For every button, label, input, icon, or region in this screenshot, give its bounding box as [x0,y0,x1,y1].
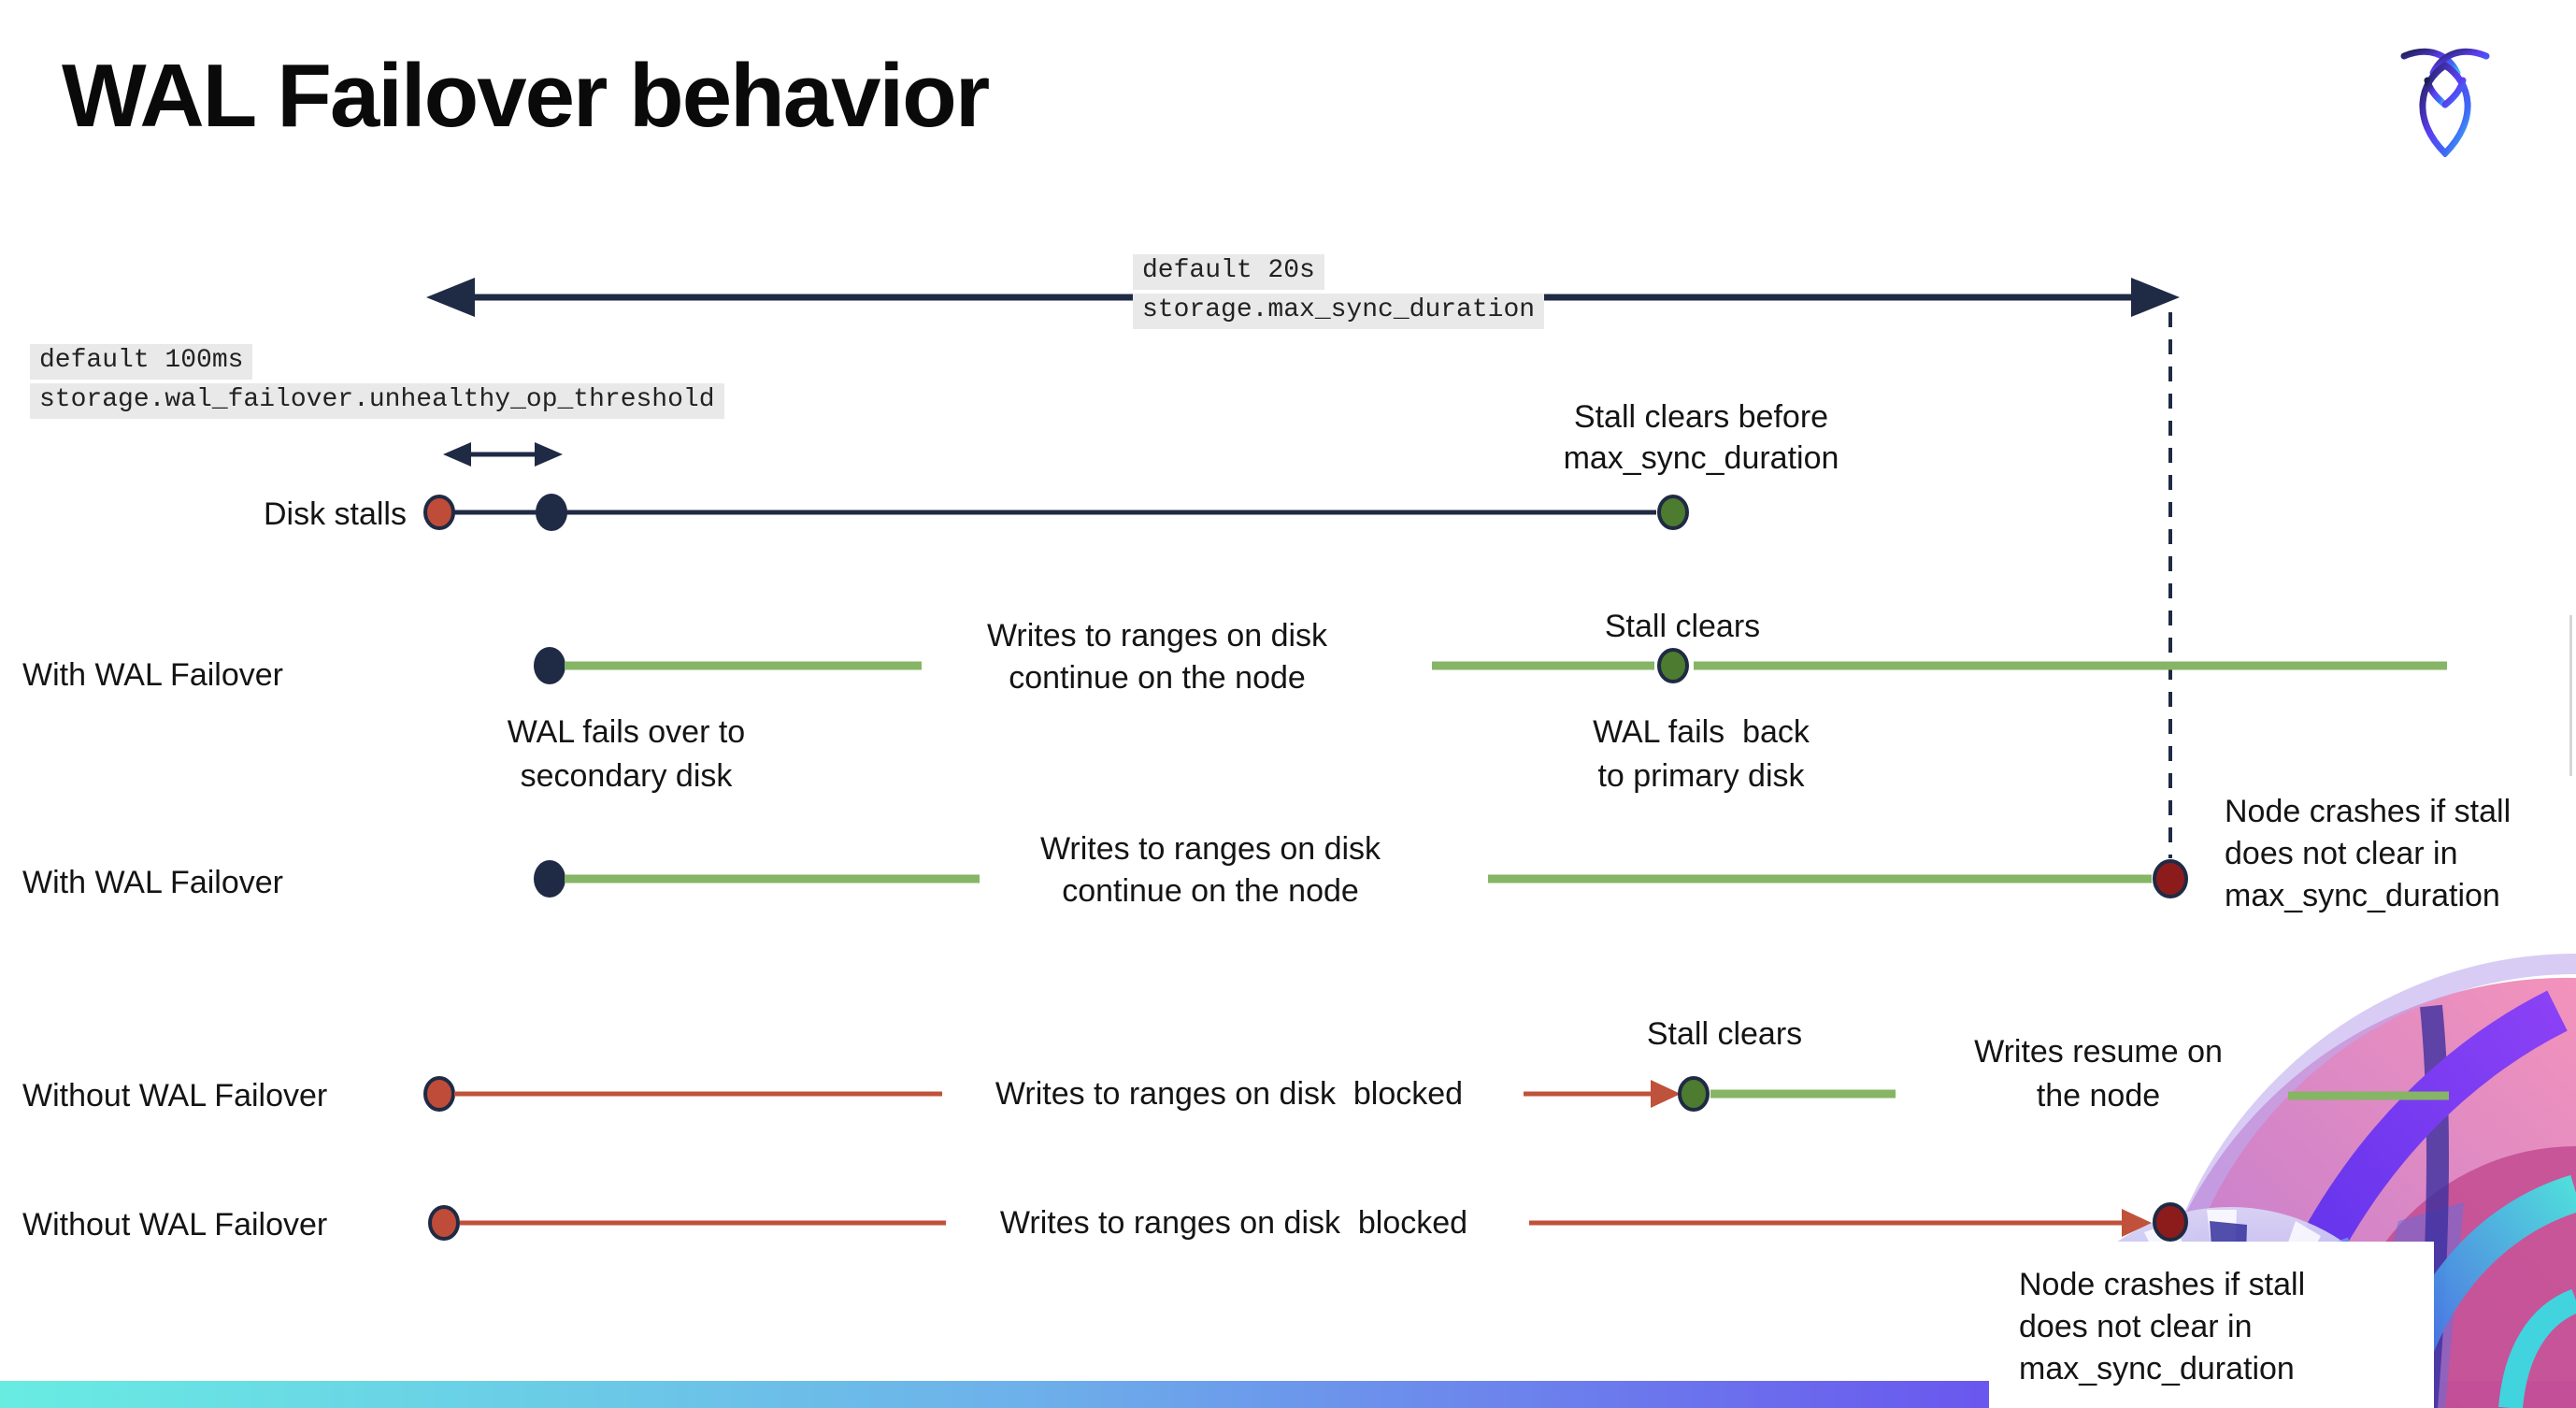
blocked-arrowhead [1651,1080,1681,1108]
note-writes-blocked-1: Writes to ranges on disk blocked [995,1076,1464,1112]
note-wal-fails-back: WAL fails back to primary disk [1552,711,1851,798]
note-line: the node [2036,1078,2161,1113]
failover-dot-navy [534,647,565,684]
note-line: does not clear in [2225,836,2458,871]
note-wal-fails-over: WAL fails over to secondary disk [467,711,785,798]
threshold-default-value: default 100ms [30,344,253,380]
slide-edge-line [2569,615,2572,776]
stall-clears-dot-green [1657,495,1689,530]
row-wal-failover-1-line [534,647,2447,684]
note-line: max_sync_duration [2225,878,2500,913]
note-line: does not clear in [2019,1309,2253,1344]
unhealthy-op-threshold-arrow [443,442,563,467]
note-line: max_sync_duration [1563,440,1839,476]
note-line: to primary disk [1597,758,1805,794]
note-line: continue on the node [1062,873,1359,909]
stall-clears-dot-green [1678,1076,1710,1112]
row-label-disk-stalls: Disk stalls [263,496,407,532]
note-line: Node crashes if stall [2019,1267,2306,1302]
row-no-failover-2-line [428,1202,2188,1242]
row-disk-stalls-line [423,494,1689,531]
max-sync-duration-label: default 20s storage.max_sync_duration [1133,254,1545,333]
note-writes-continue-1: Writes to ranges on disk continue on the… [923,615,1391,699]
note-node-crashes-1: Node crashes if stall does not clear in … [2225,791,2576,917]
note-stall-clears-2: Stall clears [1646,1016,1803,1052]
node-crash-dot-darkred [2153,1202,2188,1242]
node-crash-dot-darkred [2153,859,2188,898]
stall-start-dot-red [423,1076,455,1112]
note-line: max_sync_duration [2019,1351,2295,1386]
note-node-crashes-2: Node crashes if stall does not clear in … [2019,1264,2411,1390]
note-writes-resume: Writes resume on the node [1925,1030,2271,1118]
note-writes-blocked-2: Writes to ranges on disk blocked [999,1205,1468,1241]
row-label-without-wal-failover-1: Without WAL Failover [22,1078,328,1113]
stall-clears-dot-green [1657,648,1689,683]
note-line: WAL fails over to [507,714,746,750]
note-stall-clears-1: Stall clears [1604,609,1761,644]
note-line: Stall clears before [1573,399,1829,435]
note-line: Node crashes if stall [2225,794,2512,829]
cockroachdb-logo-icon [2400,48,2490,157]
stall-start-dot-red [423,495,455,530]
row-label-with-wal-failover-1: With WAL Failover [22,657,283,693]
row-no-failover-1-line [423,1076,2449,1112]
unhealthy-op-threshold-label: default 100ms storage.wal_failover.unhea… [30,344,724,423]
blocked-arrowhead [2122,1209,2152,1237]
stall-start-dot-red [428,1205,460,1241]
note-line: continue on the node [1009,660,1306,696]
failover-dot-navy [534,860,565,898]
note-line: Writes to ranges on disk [1039,831,1381,867]
failover-threshold-dot-navy [536,494,567,531]
max-sync-setting-name: storage.max_sync_duration [1133,294,1545,329]
note-line: secondary disk [520,758,733,794]
note-line: WAL fails back [1593,714,1810,750]
note-writes-continue-2: Writes to ranges on disk continue on the… [972,828,1449,912]
crash-note-box [1989,1242,2434,1408]
row-label-without-wal-failover-2: Without WAL Failover [22,1207,328,1243]
max-sync-default-value: default 20s [1133,254,1324,290]
note-line: Writes to ranges on disk [986,618,1328,654]
page-title: WAL Failover behavior [62,46,990,146]
note-line: Writes resume on [1974,1034,2223,1070]
row-label-with-wal-failover-2: With WAL Failover [22,865,283,900]
note-stall-clears-before: Stall clears before max_sync_duration [1533,396,1869,479]
row-wal-failover-2-line [534,859,2188,898]
threshold-setting-name: storage.wal_failover.unhealthy_op_thresh… [30,383,724,419]
